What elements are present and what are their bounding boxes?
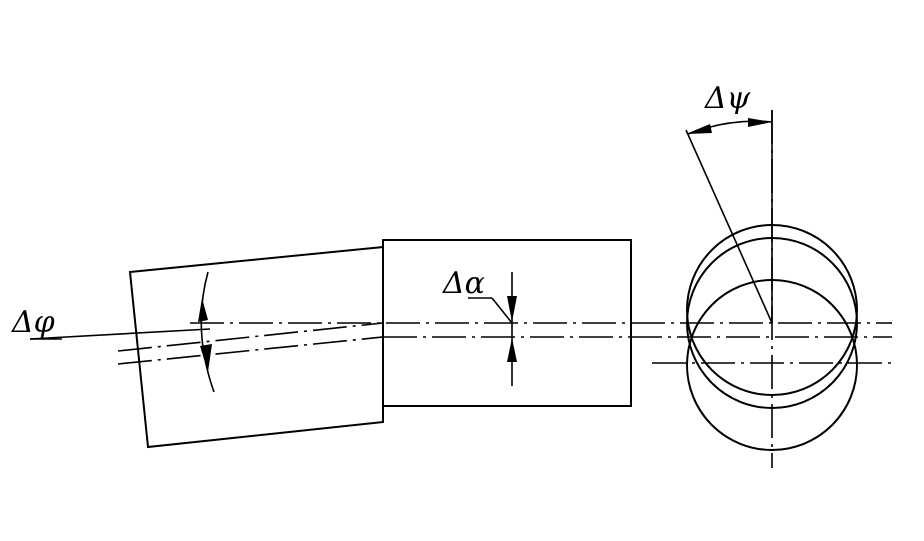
delta-alpha-arrow-bottom — [507, 338, 517, 362]
delta-alpha-arrow-top — [507, 296, 517, 322]
delta-psi-tilted-line — [685, 129, 773, 324]
delta-phi-arrow-bottom — [200, 344, 212, 372]
delta-psi-arrow-right — [748, 118, 772, 127]
delta-psi-label: Δψ — [704, 81, 751, 116]
left-shaft-body — [128, 245, 384, 449]
delta-alpha-label: Δα — [442, 266, 485, 301]
delta-alpha-leader-diag — [491, 297, 513, 324]
delta-phi-leader — [29, 328, 211, 340]
delta-phi-label: Δφ — [11, 305, 55, 340]
left-tilted-axis-1 — [117, 322, 384, 352]
delta-psi-arrow-left — [686, 124, 712, 134]
left-tilted-axis-2 — [117, 336, 384, 365]
delta-phi-arc — [200, 271, 215, 393]
delta-phi-arrow-top — [198, 298, 208, 322]
